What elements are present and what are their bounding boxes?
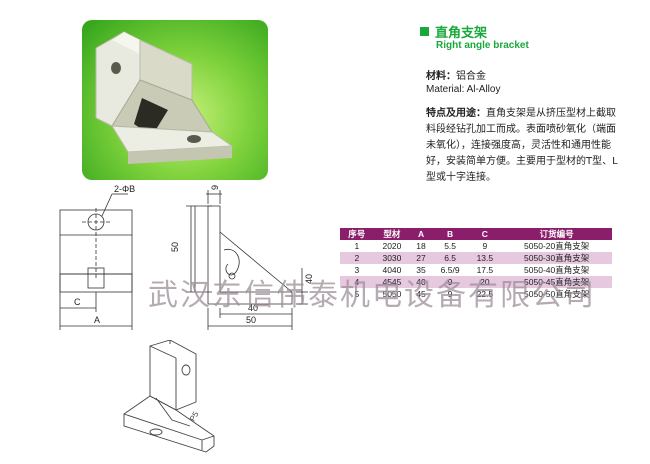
product-title-en: Right angle bracket: [436, 40, 529, 51]
label-9: 9: [210, 185, 220, 190]
usage-text: 直角支架是从挤压型材上截取料段经钻孔加工而成。表面喷砂氧化（端面未氧化），连接强…: [426, 108, 618, 183]
table-header-row: 序号 型材 A B C 订货编号: [340, 228, 612, 240]
table-row: 1 2020 18 5.5 9 5050-20直角支架: [340, 240, 612, 252]
header-c: C: [468, 228, 502, 240]
cell-index: 3: [354, 265, 360, 275]
cell-c: 17.5: [476, 265, 494, 275]
cell-index: 1: [354, 241, 360, 251]
cell-c: 9: [482, 241, 488, 251]
cell-order-code: 5050-45直角支架: [501, 276, 612, 288]
isometric-drawing: P5: [123, 340, 215, 453]
front-view: 2-ΦB C A: [59, 184, 135, 330]
cell-a: 35: [416, 265, 426, 275]
table-row: 5 5050 45 9 22.5 5050-50直角支架: [340, 288, 612, 300]
material-zh: 材料：铝合金: [426, 67, 486, 82]
product-title-row: 直角支架: [420, 22, 487, 41]
cell-index: 5: [354, 289, 360, 299]
cell-a: 18: [416, 241, 426, 251]
label-a: A: [94, 315, 100, 325]
cell-profile: 5050: [382, 289, 402, 299]
spec-table: 序号 型材 A B C 订货编号 1 2020 18 5.5 9 5050-20…: [340, 228, 612, 300]
cell-a: 45: [416, 289, 426, 299]
cell-index: 2: [340, 252, 374, 264]
profile-mark: P5: [188, 410, 201, 423]
cell-order-code: 5050-50直角支架: [524, 289, 590, 299]
cell-order-code: 5050-30直角支架: [501, 252, 612, 264]
table-row: 3 4040 35 6.5/9 17.5 5050-40直角支架: [340, 264, 612, 276]
cell-index: 4: [340, 276, 374, 288]
label-40-side: 40: [304, 274, 314, 284]
cell-b: 5.5: [444, 241, 457, 251]
material-value: 铝合金: [456, 71, 486, 82]
cell-profile: 4545: [373, 276, 411, 288]
cell-c: 20: [468, 276, 502, 288]
cell-profile: 3030: [373, 252, 411, 264]
header-profile: 型材: [373, 228, 411, 240]
bracket-render: [95, 31, 234, 164]
cell-c: 13.5: [468, 252, 502, 264]
company-watermark: 武汉东信伟泰机电设备有限公司: [148, 278, 596, 313]
header-index: 序号: [340, 228, 374, 240]
header-a: A: [410, 228, 432, 240]
label-50-bottom: 50: [246, 315, 256, 325]
cell-b: 6.5/9: [440, 265, 460, 275]
material-label: 材料：: [426, 71, 456, 82]
product-photo: [82, 20, 268, 180]
label-40-bottom: 40: [248, 303, 258, 313]
cell-order-code: 5050-40直角支架: [524, 265, 590, 275]
table-row: 2 3030 27 6.5 13.5 5050-30直角支架: [340, 252, 612, 264]
cell-b: 9: [431, 276, 469, 288]
label-50-side: 50: [170, 242, 180, 252]
bullet-square-icon: [420, 27, 429, 36]
usage-label: 特点及用途：: [426, 108, 486, 119]
cell-c: 22.5: [476, 289, 494, 299]
header-b: B: [431, 228, 469, 240]
usage-description: 特点及用途：直角支架是从挤压型材上截取料段经钻孔加工而成。表面喷砂氧化（端面未氧…: [426, 106, 622, 186]
header-order-code: 订货编号: [501, 228, 612, 240]
cell-a: 40: [410, 276, 432, 288]
cell-profile: 2020: [382, 241, 402, 251]
product-title-zh: 直角支架: [435, 26, 488, 41]
side-view: 50 9 40 40 50: [170, 185, 314, 330]
label-c: C: [74, 297, 81, 307]
cell-profile: 4040: [382, 265, 402, 275]
technical-drawing: 2-ΦB C A 50 9 40 40 50: [59, 184, 314, 330]
label-hole: 2-ΦB: [114, 184, 135, 194]
cell-order-code: 5050-20直角支架: [524, 241, 590, 251]
table-row: 4 4545 40 9 20 5050-45直角支架: [340, 276, 612, 288]
cell-b: 6.5: [431, 252, 469, 264]
cell-a: 27: [410, 252, 432, 264]
cell-b: 9: [447, 289, 453, 299]
material-en: Material: Al-Alloy: [426, 84, 501, 95]
